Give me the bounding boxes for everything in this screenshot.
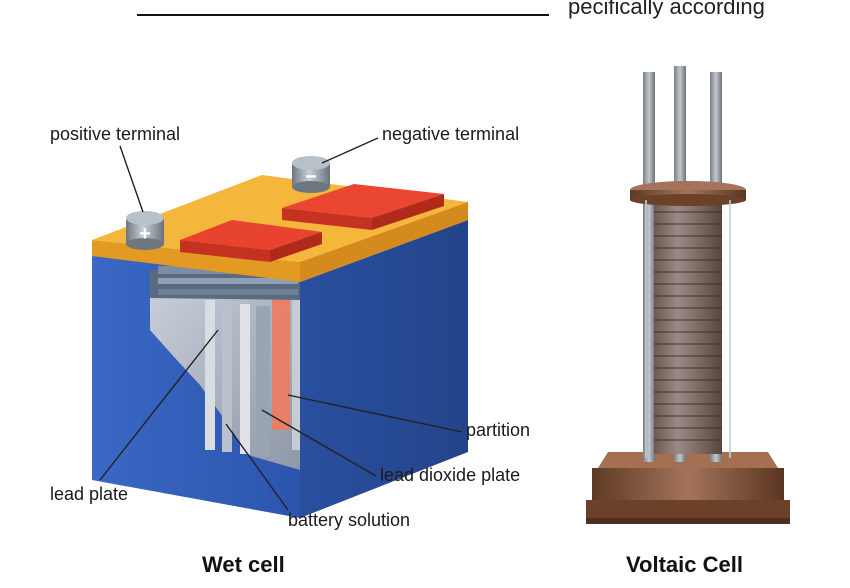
label-partition: partition <box>466 420 531 440</box>
voltaic-pile <box>586 66 790 524</box>
leader-lead-plate <box>99 329 219 481</box>
label-positive-terminal: positive terminal <box>50 124 181 144</box>
battery-side-face <box>300 220 468 518</box>
label-battery-solution: battery solution <box>288 510 411 530</box>
battery-lid-front <box>92 240 300 282</box>
battery-plates <box>205 300 300 456</box>
leader-negative <box>321 137 379 164</box>
battery-cap-left <box>180 220 322 250</box>
voltaic-disc-stack <box>654 198 722 454</box>
leader-lead-dioxide <box>261 409 377 477</box>
label-negative-terminal: negative terminal <box>382 124 520 144</box>
leader-partition <box>287 394 463 433</box>
header-trailing-text: pecifically according <box>568 0 765 19</box>
label-lead-plate: lead plate <box>50 484 129 504</box>
fill-in-blank-line <box>137 14 549 16</box>
battery-lid-side <box>300 202 468 282</box>
label-lead-dioxide-plate: lead dioxide plate <box>380 465 521 485</box>
minus-sign: − <box>305 166 317 188</box>
negative-terminal-post <box>292 156 330 193</box>
label-leader-lines <box>99 137 463 511</box>
leader-battery-solution <box>225 423 289 511</box>
plus-sign: + <box>139 223 151 245</box>
wet-cell-battery: + − <box>92 156 468 518</box>
voltaic-base-top <box>598 452 778 468</box>
caption-voltaic-cell: Voltaic Cell <box>626 552 743 577</box>
voltaic-base <box>592 468 784 502</box>
leader-positive <box>119 145 144 213</box>
positive-terminal-post <box>126 211 164 250</box>
battery-cap-right <box>282 184 444 218</box>
voltaic-rod-left <box>643 72 655 462</box>
caption-wet-cell: Wet cell <box>202 552 285 577</box>
voltaic-disc-lines <box>654 211 722 441</box>
